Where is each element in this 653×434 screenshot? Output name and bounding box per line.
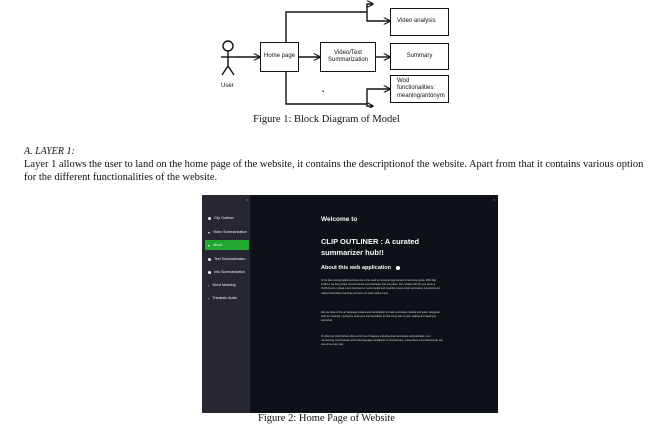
- sidebar-item-translate-audio[interactable]: › Translate Audio: [205, 293, 249, 303]
- about-heading: About this web application: [321, 265, 400, 271]
- video-text-summarization-label: Video/Text Summarization: [327, 49, 368, 63]
- main-close-icon[interactable]: ×: [493, 197, 496, 202]
- about-paragraph-1: In the fast-moving digital world we live…: [321, 279, 440, 295]
- sidebar-item-label: Translate Audio: [212, 296, 238, 300]
- sidebar-item-clip-outliner[interactable]: Clip Outliner: [205, 213, 249, 223]
- summary-box: Summary: [390, 43, 449, 70]
- welcome-heading: Welcome to: [321, 216, 358, 223]
- sidebar-item-label: Video Summarization: [213, 230, 248, 234]
- section-heading: A. LAYER 1:: [24, 146, 75, 157]
- home-page-box: Home page: [260, 42, 299, 72]
- user-icon: [221, 40, 235, 76]
- user-label: User: [221, 83, 234, 89]
- radio-dot-icon: [208, 216, 211, 220]
- sidebar-item-info-summarization[interactable]: Info Summarization: [205, 267, 249, 277]
- chevron-right-icon: ›: [208, 282, 210, 288]
- chevron-down-icon: ▾: [208, 229, 211, 235]
- summary-label: Summary: [406, 52, 433, 59]
- sidebar-item-label: About: [213, 243, 223, 247]
- diagram-connectors: [221, 0, 455, 108]
- video-analysis-box: Video analysis: [390, 8, 449, 36]
- app-title: CLIP OUTLINER : A curated summarizer hub…: [321, 237, 420, 257]
- block-diagram: Home page Video/Text Summarization Video…: [215, 0, 455, 108]
- chevron-right-icon: ›: [208, 295, 210, 301]
- sidebar: × Clip Outliner ▾ Video Summarization ▾ …: [202, 195, 250, 413]
- sidebar-item-word-meaning[interactable]: › Word Meaning: [205, 280, 249, 290]
- about-paragraph-3: On this hub, Clip Outliner offers a rich…: [321, 335, 443, 347]
- radio-dot-icon: [208, 270, 211, 274]
- figure-2-caption: Figure 2: Home Page of Website: [258, 413, 395, 424]
- chevron-down-icon: ▾: [208, 242, 211, 248]
- sidebar-item-video-summarization[interactable]: ▾ Video Summarization: [205, 227, 249, 237]
- sidebar-item-label: Clip Outliner: [214, 216, 234, 220]
- sidebar-item-label: Text Summarization: [214, 257, 246, 261]
- sidebar-close-icon[interactable]: ×: [246, 197, 249, 202]
- section-paragraph: Layer 1 allows the user to land on the h…: [24, 159, 644, 183]
- figure-1-caption: Figure 1: Block Diagram of Model: [253, 114, 400, 125]
- sidebar-item-about[interactable]: ▾ About: [205, 240, 249, 250]
- about-paragraph-2: We use state of the art language models …: [321, 311, 440, 323]
- word-functionalities-box: Wod functionalities: meaning/antonym: [390, 75, 449, 103]
- word-functionalities-label: Wod functionalities: meaning/antonym: [397, 78, 445, 99]
- diagram-dot: .: [322, 84, 325, 94]
- sidebar-item-label: Word Meaning: [212, 283, 236, 287]
- link-anchor-icon[interactable]: [395, 265, 400, 270]
- video-analysis-label: Video analysis: [397, 18, 436, 25]
- sidebar-item-text-summarization[interactable]: Text Summarization: [205, 254, 249, 264]
- radio-dot-icon: [208, 257, 211, 261]
- sidebar-item-label: Info Summarization: [214, 270, 245, 274]
- video-text-summarization-box: Video/Text Summarization: [320, 42, 376, 72]
- home-page-label: Home page: [263, 53, 296, 60]
- about-heading-text: About this web application: [321, 265, 391, 271]
- website-screenshot: × Clip Outliner ▾ Video Summarization ▾ …: [202, 195, 498, 413]
